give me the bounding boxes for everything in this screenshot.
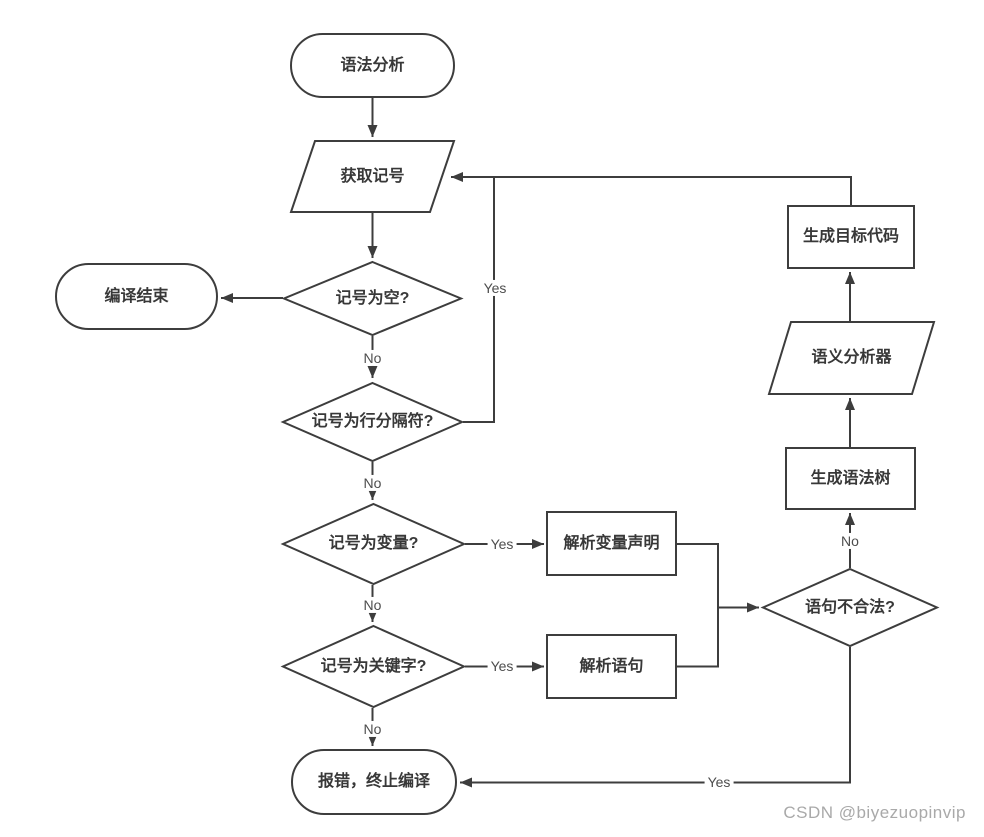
- node-end-compile: 编译结束: [55, 263, 218, 330]
- node-start-label: 语法分析: [340, 56, 405, 74]
- parallelogram-shape: [767, 321, 936, 395]
- node-semantic-analyzer-label: 语义分析器: [811, 349, 892, 367]
- node-error-stop: 报错，终止编译: [291, 749, 457, 815]
- node-gen-syntax-tree-label: 生成语法树: [810, 469, 891, 487]
- node-gen-target-code-label: 生成目标代码: [802, 228, 899, 246]
- node-parse-statement-label: 解析语句: [579, 657, 644, 675]
- csdn-watermark: CSDN @biyezuopinvip: [783, 803, 966, 822]
- node-semantic-analyzer: 语义分析器: [767, 321, 936, 395]
- node-parse-var-decl: 解析变量声明: [546, 511, 677, 576]
- node-start: 语法分析: [290, 33, 455, 98]
- node-is-empty: 记号为空?: [281, 260, 464, 337]
- node-is-variable-label: 记号为变量?: [328, 535, 419, 553]
- node-get-token-label: 获取记号: [340, 167, 405, 185]
- node-gen-target-code: 生成目标代码: [787, 205, 915, 269]
- node-end-compile-label: 编译结束: [104, 287, 169, 305]
- node-parse-statement: 解析语句: [546, 634, 677, 699]
- diamond-shape: [281, 260, 464, 337]
- edge-label-separator-no: No: [360, 474, 385, 492]
- edge-label-keyword-yes: Yes: [487, 657, 517, 675]
- node-is-empty-label: 记号为空?: [335, 289, 410, 307]
- node-is-illegal: 语句不合法?: [760, 567, 940, 648]
- node-is-variable: 记号为变量?: [280, 502, 467, 586]
- node-get-token: 获取记号: [289, 140, 456, 213]
- node-is-keyword: 记号为关键字?: [280, 624, 467, 709]
- edge-label-illegal-no: No: [838, 532, 862, 550]
- diamond-shape: [280, 624, 467, 709]
- edge-label-illegal-yes: Yes: [704, 773, 734, 791]
- node-parse-var-decl-label: 解析变量声明: [563, 534, 660, 552]
- edge-label-separator-yes: Yes: [480, 279, 510, 297]
- node-is-line-separator: 记号为行分隔符?: [280, 381, 465, 463]
- diamond-shape: [280, 381, 465, 463]
- edge-label-empty-no: No: [360, 349, 385, 367]
- node-error-stop-label: 报错，终止编译: [317, 773, 430, 791]
- diamond-shape: [280, 502, 467, 586]
- edge-label-keyword-no: No: [360, 720, 385, 738]
- node-is-line-separator-label: 记号为行分隔符?: [311, 413, 434, 431]
- edge-label-variable-no: No: [360, 596, 385, 614]
- node-gen-syntax-tree: 生成语法树: [785, 447, 916, 510]
- parallelogram-shape: [289, 140, 456, 213]
- node-is-keyword-label: 记号为关键字?: [320, 657, 427, 675]
- diamond-shape: [760, 567, 940, 648]
- node-is-illegal-label: 语句不合法?: [805, 598, 895, 616]
- edge-label-variable-yes: Yes: [487, 535, 517, 553]
